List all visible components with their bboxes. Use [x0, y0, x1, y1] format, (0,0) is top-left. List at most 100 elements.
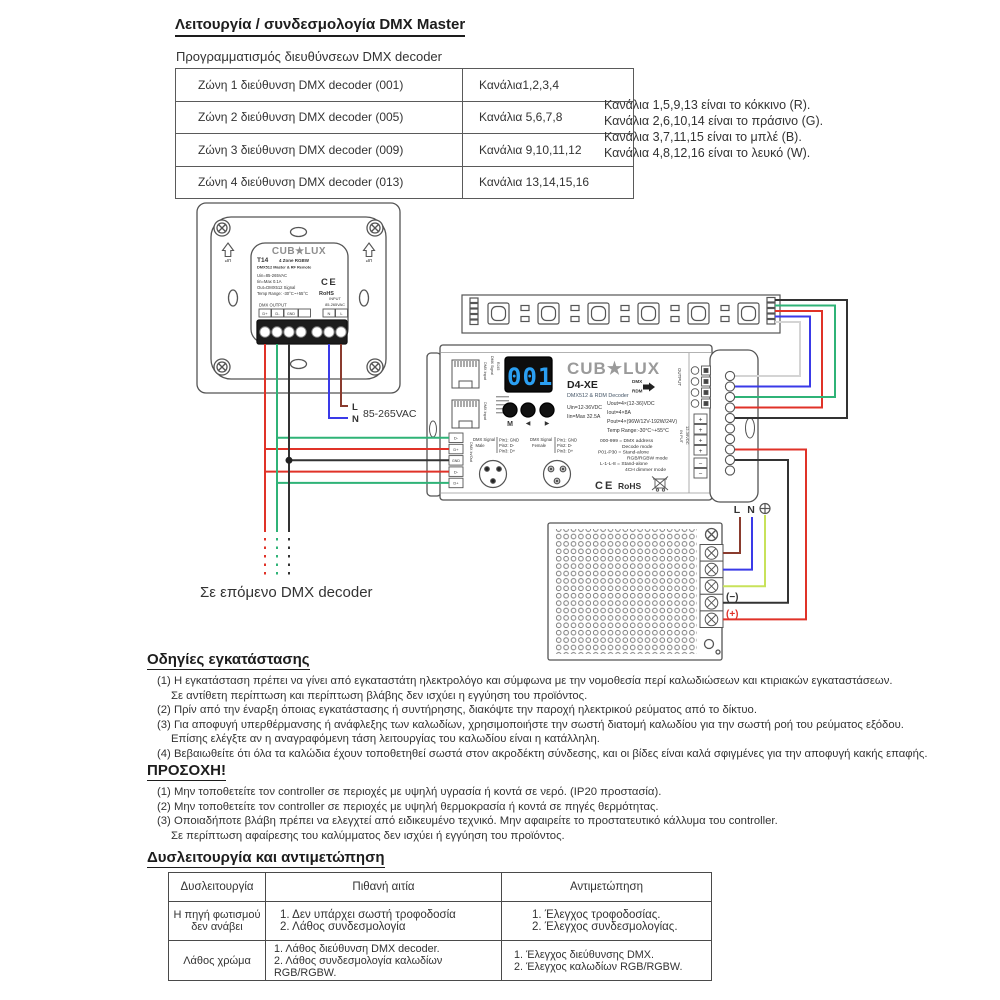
pin-map-microtext: [496, 396, 509, 414]
terminal-dminus: D-: [275, 311, 280, 316]
xlr-female-label1: DMX Signal: [530, 437, 552, 442]
rohs-mark: RoHS: [319, 291, 334, 297]
menu-button-label: M: [507, 421, 513, 428]
header-cell: Αντιμετώπηση: [501, 872, 712, 902]
display-value: 001: [507, 363, 553, 391]
dmx-logo: DMX: [632, 379, 643, 384]
solution-line: 1. Έλεγχος διεύθυνσης DMX.: [514, 948, 654, 961]
install-heading: Οδηγίες εγκατάστασης: [147, 651, 310, 670]
input-label: IN PUT: [679, 430, 684, 444]
psu-plus-label: (+): [726, 609, 739, 620]
rj45-port[interactable]: [451, 399, 480, 429]
zone-address-table: Ζώνη 1 διεύθυνση DMX decoder (001) Κανάλ…: [175, 68, 634, 199]
input-label: INPUT: [329, 296, 341, 301]
decoder-iin: Iin=Max 32.5A: [567, 414, 601, 420]
channels-cell: Κανάλια1,2,3,4: [462, 68, 634, 102]
solution-line: 2. Έλεγχος συνδεσμολογίας.: [532, 921, 678, 933]
next-decoder-label: Σε επόμενο DMX decoder: [200, 584, 373, 601]
rj45-port[interactable]: [451, 359, 480, 389]
mode-line: 4CH dimmer mode: [625, 467, 666, 473]
xlr-male-connector[interactable]: [478, 459, 508, 489]
rj45-label: DMX Input: [483, 362, 487, 381]
dmx-terminal-label: D-: [454, 469, 459, 474]
caution-line: (3) Οποιαδήποτε βλάβη πρέπει να ελεγχτεί…: [157, 815, 778, 828]
pin-label: Pin3: D+: [499, 449, 516, 454]
caution-line: (2) Μην τοποθετείτε τον controller σε πε…: [157, 800, 659, 813]
caution-list: (1) Μην τοποθετείτε τον controller σε πε…: [157, 785, 992, 843]
terminal-dplus: D+: [262, 311, 268, 316]
install-line: (3) Για αποφυγή υπερθέρμανσης ή ανάφλεξη…: [157, 718, 904, 731]
wire-mains-n-blue: [328, 344, 348, 419]
dmx-rdm-arrow-icon: [643, 382, 655, 392]
problem-cell: Λάθος χρώμα: [168, 940, 266, 981]
right-button[interactable]: [539, 402, 555, 418]
ce-mark-icon: CE: [595, 480, 614, 492]
xlr-female-connector[interactable]: [542, 459, 572, 489]
note-line: Κανάλια 3,7,11,15 είναι το μπλέ (B).: [604, 130, 802, 144]
cause-cell: 1. Δεν υπάρχει σωστή τροφοδοσία 2. Λάθος…: [265, 901, 502, 941]
xlr-female-label2: Female: [532, 443, 547, 448]
decoder-wire-holes: [724, 370, 736, 476]
decoder-temp: Temp Range:-30°C~+55°C: [607, 428, 669, 434]
up-arrow-icon: [221, 242, 376, 258]
wire-blue-channel: [730, 315, 811, 388]
dmx-output-label: DMX OUTPUT: [259, 303, 287, 308]
header-cell: Δυσλειτουργία: [168, 872, 266, 902]
address-display: [504, 356, 553, 393]
troubleshooting-table: Δυσλειτουργία Πιθανή αιτία Αντιμετώπηση …: [168, 872, 712, 981]
rj45-label: DMX Input: [483, 402, 487, 421]
zone-cell: Ζώνη 3 διεύθυνση DMX decoder (009): [175, 133, 463, 167]
plus-terminal-label: +: [699, 448, 703, 455]
decoder-brand: CUB★LUX: [567, 359, 660, 378]
strip-resistors: [520, 304, 730, 323]
wire-red-channel: [730, 310, 823, 409]
mode-line: P01-P30 = Stand-alone: [598, 450, 649, 456]
cause-line: 1. Δεν υπάρχει σωστή τροφοδοσία: [280, 909, 456, 921]
t14-labels: CUB★LUX T14 4 Zone RGBW DMX512 Master & …: [225, 246, 373, 316]
decoder-uin: Uin=12-36VDC: [567, 405, 602, 411]
channels-cell: Κανάλια 13,14,15,16: [462, 165, 634, 199]
decoder-desc: DMX512 & RDM Decoder: [567, 393, 629, 399]
right-button-label: ▶: [545, 421, 550, 427]
solution-line: 2. Έλεγχος καλωδίων RGB/RGBW.: [514, 960, 683, 973]
cause-line: 1. Λάθος διεύθυνση DMX decoder.: [274, 942, 440, 955]
caution-heading: ΠΡΟΣΟΧΗ!: [147, 762, 227, 781]
t14-spec3: Out=DMX512 Signal: [257, 285, 295, 290]
terminal-screws: [259, 326, 347, 338]
left-button-label: ◀: [526, 421, 531, 427]
wire-psu-minus-black: [723, 459, 789, 604]
screw-icon: [703, 638, 715, 650]
wire-psu-l-brown: [723, 517, 741, 554]
cause-line: 2. Λάθος συνδεσμολογία καλωδίων RGB/RGBW…: [274, 954, 443, 979]
cause-line: 2. Λάθος συνδεσμολογία: [280, 921, 406, 933]
pin-label: Pin1: GND: [557, 438, 577, 443]
table-row: Ζώνη 3 διεύθυνση DMX decoder (009) Κανάλ…: [175, 133, 634, 167]
caution-line: Σε περίπτωση αφαίρεσης του καλύμματος δε…: [171, 829, 565, 842]
mains-voltage-label: 85-265VAC: [363, 408, 417, 420]
minus-terminal-label: −: [699, 461, 703, 468]
trouble-heading: Δυσλειτουργία και αντιμετώπηση: [147, 849, 385, 868]
t14-brand: CUB★LUX: [272, 246, 326, 257]
terminal-l: L: [340, 311, 343, 316]
install-line: (4) Βεβαιωθείτε ότι όλα τα καλώδια έχουν…: [157, 747, 928, 760]
install-line: Σε αντίθετη περίπτωση και περίπτωση βλάβ…: [171, 689, 588, 702]
psu-minus-label: (−): [726, 592, 739, 603]
left-button[interactable]: [520, 402, 536, 418]
up-label: UP: [225, 257, 232, 263]
problem-line: δεν ανάβει: [191, 921, 243, 933]
solution-cell: 1. Έλεγχος τροφοδοσίας. 2. Έλεγχος συνδε…: [501, 901, 712, 941]
install-line: (2) Πρίν από την έναρξη όποιας εγκατάστα…: [157, 704, 757, 717]
table-row: Ζώνη 2 διεύθυνση DMX decoder (005) Κανάλ…: [175, 100, 634, 134]
terminal-gnd: GND: [287, 312, 295, 316]
screw-icon: [213, 219, 384, 376]
plus-terminal-label: +: [699, 427, 703, 434]
menu-button[interactable]: [502, 402, 518, 418]
rohs-mark: RoHS: [618, 481, 641, 491]
input-voltage-label: 12-36VDC: [685, 426, 690, 445]
table-row: Ζώνη 1 διεύθυνση DMX decoder (001) Κανάλ…: [175, 68, 634, 102]
plus-terminal-label: +: [699, 417, 703, 424]
screw-icon: [715, 649, 721, 655]
psu-terminal-strip: [699, 544, 724, 629]
minus-terminal-label: −: [699, 471, 703, 478]
channels-cell: Κανάλια 5,6,7,8: [462, 100, 634, 134]
